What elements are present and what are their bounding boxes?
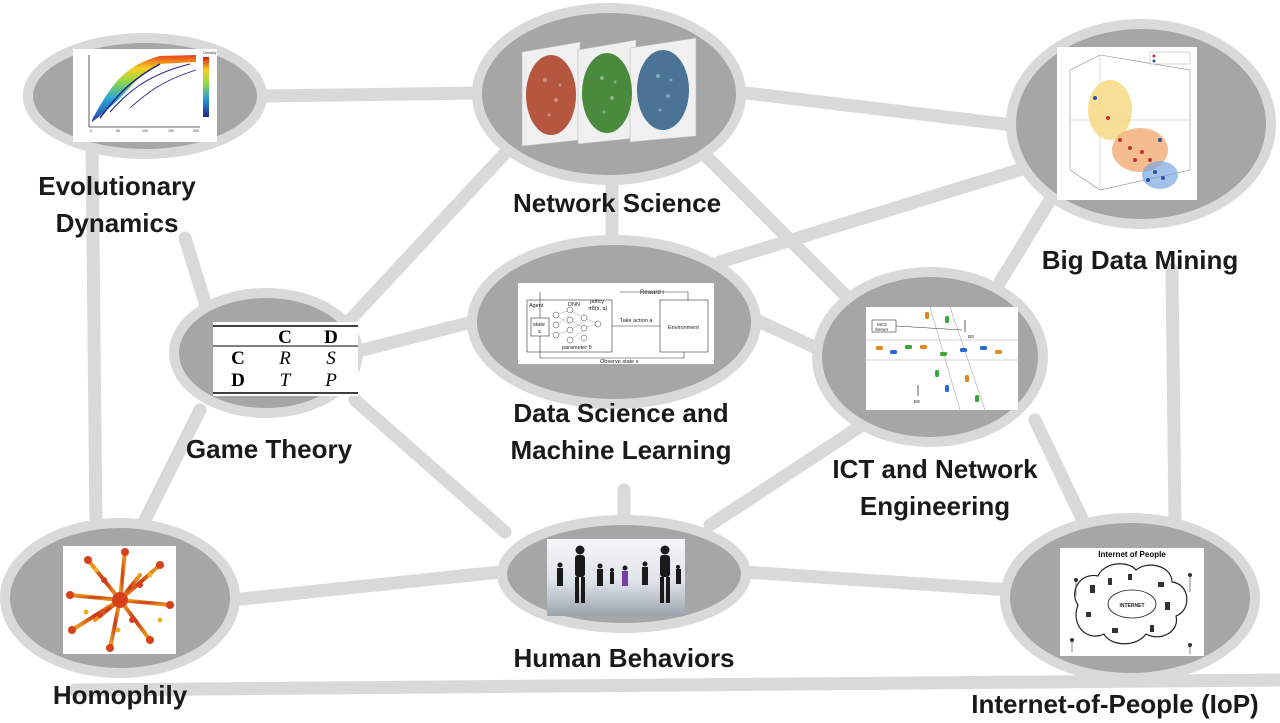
edge-game-human [348, 393, 512, 539]
edge-ict-human [703, 413, 877, 532]
ict-server: Server [875, 327, 889, 332]
label-network-science-line1: Network Science [512, 188, 722, 218]
label-ict-line2: Engineering [859, 491, 1011, 521]
svg-text:0: 0 [90, 129, 92, 133]
edge-human-iop [738, 565, 1017, 597]
iop-thumbnail: Internet of People INTERNET [1060, 548, 1204, 656]
edge-evo-net [255, 86, 487, 103]
rl-dnn: DNN [568, 302, 580, 308]
label-homophily-line1: Homophily [52, 680, 188, 710]
matrix-t: T [280, 370, 292, 391]
network-cluster-green [582, 53, 632, 133]
rl-policy-fn: πθ(s, a) [588, 306, 608, 312]
svg-text:200: 200 [193, 129, 199, 133]
label-data-science-line1: Data Science and [513, 398, 729, 428]
label-data-science-line2: Machine Learning [510, 435, 732, 465]
svg-text:100: 100 [142, 129, 148, 133]
svg-text:150: 150 [168, 129, 174, 133]
label-iop: Internet-of-People (IoP) [960, 686, 1270, 723]
edge-net-ict [693, 143, 877, 327]
matrix-r: R [278, 348, 291, 369]
ict-thumbnail: MCS Server BS BS [866, 306, 1018, 411]
label-iop-line1: Internet-of-People (IoP) [971, 689, 1259, 719]
matrix-col-c: C [278, 327, 292, 348]
edges [68, 85, 1280, 697]
label-evolutionary-line2: Dynamics [55, 208, 179, 238]
matrix-s: S [326, 348, 336, 369]
label-game-theory: Game Theory [165, 431, 373, 468]
rl-state: state [533, 322, 545, 328]
edge-evo-homophily [85, 135, 103, 537]
edge-ict-iop [1028, 413, 1092, 532]
label-network-science: Network Science [487, 185, 747, 222]
evo-thumbnail: Density 0 50 100 150 200 [73, 49, 217, 142]
homophily-thumbnail [63, 546, 176, 654]
label-big-data-line1: Big Data Mining [1041, 245, 1239, 275]
rl-env: Environment [668, 325, 699, 331]
network-cluster-red [526, 55, 576, 135]
rl-observe: Observe state s [600, 359, 639, 365]
rl-diagram: Reward r Agent DNN policy πθ(s, a) state… [518, 283, 714, 365]
evo-legend-text: Density [203, 50, 216, 55]
matrix-row-c: C [231, 348, 245, 369]
ict-mcs: MCS [877, 322, 887, 327]
edge-game-data [348, 313, 487, 359]
edge-evo-game [178, 231, 215, 319]
label-homophily: Homophily [30, 677, 210, 714]
svg-text:50: 50 [116, 129, 120, 133]
rl-agent: Agent [529, 303, 544, 309]
rl-reward: Reward r [640, 290, 664, 296]
network-science-thumbnail [521, 37, 697, 147]
label-human-behaviors: Human Behaviors [494, 640, 754, 677]
label-data-science: Data Science and Machine Learning [480, 395, 762, 469]
rl-action: Take action a [620, 318, 653, 324]
label-big-data-mining: Big Data Mining [1020, 242, 1260, 279]
edge-net-game [343, 143, 515, 327]
rl-param: parameter θ [562, 345, 592, 351]
edge-homophily-iop [68, 673, 1280, 697]
rl-policy: policy [590, 299, 604, 305]
iop-title: Internet of People [1098, 550, 1166, 559]
label-ict: ICT and Network Engineering [805, 451, 1065, 525]
network-cluster-blue [637, 50, 689, 130]
ict-bs: BS [968, 334, 974, 339]
ict-bs-2: BS [914, 399, 920, 404]
edge-game-homophily [133, 403, 207, 537]
label-evolutionary-line1: Evolutionary [38, 171, 196, 201]
rl-state-var: s [538, 329, 541, 335]
label-evolutionary-dynamics: Evolutionary Dynamics [22, 168, 212, 242]
matrix-row-d: D [231, 370, 245, 391]
iop-internet: INTERNET [1120, 603, 1145, 609]
edge-homophily-human [225, 565, 507, 607]
evo-colorbar [203, 57, 209, 117]
human-behaviors-thumbnail [547, 539, 685, 616]
edge-ict-bigdata [993, 193, 1057, 289]
matrix-col-d: D [324, 327, 338, 348]
iop-cloud [1074, 563, 1188, 645]
label-ict-line1: ICT and Network [832, 454, 1038, 484]
edge-data-bigdata [713, 158, 1042, 269]
matrix-p: P [324, 370, 337, 391]
edge-net-bigdata [731, 85, 1019, 132]
evo-density-band [92, 55, 196, 122]
edge-bigdata-iop [1165, 263, 1182, 532]
label-game-theory-line1: Game Theory [185, 434, 353, 464]
big-data-thumbnail [1057, 47, 1197, 200]
game-theory-matrix: C D C D R S T P [213, 322, 358, 396]
label-human-behaviors-line1: Human Behaviors [513, 643, 735, 673]
